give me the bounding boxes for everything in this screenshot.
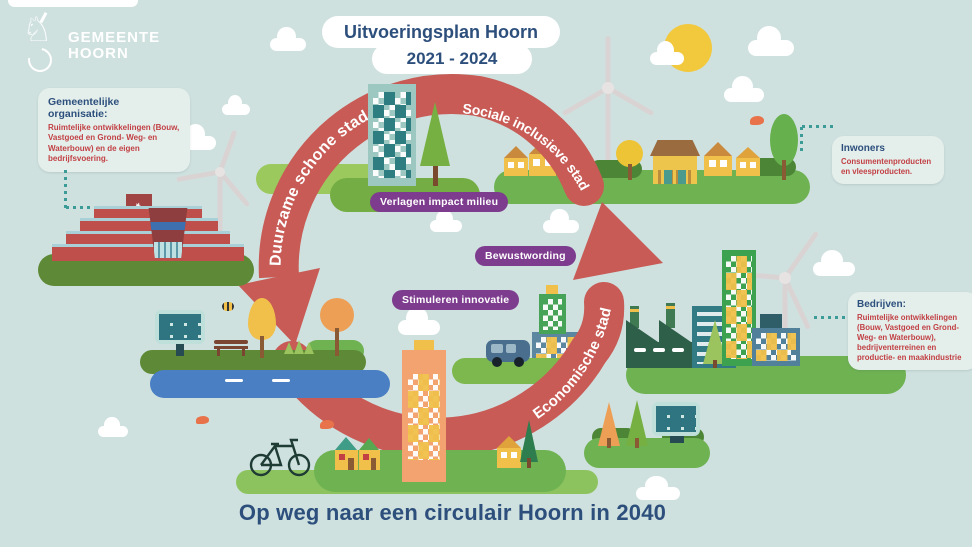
cloud (398, 307, 440, 335)
dotted-connector (814, 316, 846, 319)
callout-title: Bedrijven: (857, 299, 906, 310)
callout-body: Ruimtelijke ontwikkelingen (Bouw, Vastgo… (857, 312, 962, 363)
cityhall-tower (148, 208, 188, 258)
cityhall-tier (52, 244, 244, 261)
cloud (543, 208, 579, 233)
bench-icon (214, 340, 248, 356)
cloud (724, 76, 764, 102)
orange-tower (402, 340, 446, 482)
unicorn-logo-icon: ♘ (18, 11, 64, 77)
footer-tagline: Op weg naar een circulair Hoorn in 2040 (238, 500, 667, 525)
tree-trunk (782, 160, 786, 180)
arc-sociale (458, 76, 604, 206)
green-tower (539, 285, 566, 334)
logo-line2: HOORN (68, 44, 129, 62)
pine-tree-icon (520, 420, 538, 462)
title-pill-line2: 2021 - 2024 (372, 44, 532, 74)
cloud (430, 209, 462, 232)
cloud (222, 94, 250, 115)
cloud (813, 250, 855, 276)
house (504, 146, 528, 176)
tree-trunk (607, 438, 611, 448)
tree-trunk (527, 458, 531, 468)
bicycle-icon (249, 438, 311, 477)
cloud (636, 475, 680, 500)
ring-arcs (238, 74, 663, 458)
solar-panel-icon (652, 402, 700, 436)
orange-tree-icon (320, 298, 354, 332)
arrowhead-down-icon (238, 268, 320, 345)
dotted-connector (64, 170, 67, 210)
dotted-connector (800, 127, 803, 151)
callout-gemeentelijke: Gemeentelijke organisatie: Ruimtelijke o… (38, 88, 190, 173)
arc-economische (272, 282, 625, 458)
bee-icon (222, 302, 234, 311)
action-pill-stimuleren: Stimuleren innovatie (392, 290, 520, 310)
apartment-building (368, 84, 416, 186)
bird-icon (750, 116, 764, 125)
solar-panel-icon (155, 310, 205, 344)
house (359, 438, 380, 470)
action-pill-bewustwording: Bewustwording (475, 246, 576, 266)
dotted-connector (802, 125, 834, 128)
action-pill-verlagen: Verlagen impact milieu (370, 192, 509, 212)
arrowhead-up-icon (573, 202, 663, 280)
cloud (650, 40, 684, 65)
tree-trunk (635, 438, 639, 448)
wind-turbine-icon (176, 130, 250, 258)
tree-trunk (335, 328, 339, 356)
bush-icon (294, 340, 304, 354)
dotted-connector (66, 206, 92, 209)
water (150, 370, 390, 398)
solar-panel-stand (670, 436, 684, 443)
title-pill-line1: Uitvoeringsplan Hoorn (322, 16, 560, 48)
page-title-line1: Uitvoeringsplan Hoorn (343, 21, 538, 42)
page-title-line2: 2021 - 2024 (406, 49, 498, 68)
round-tree-icon (616, 140, 643, 167)
pine-tree-icon (598, 402, 620, 446)
cloud (270, 26, 306, 51)
cloud (98, 416, 128, 437)
van-icon (486, 334, 530, 367)
skyscraper (722, 250, 756, 366)
yellow-tree-icon (248, 298, 276, 340)
house (704, 142, 732, 176)
cloud (748, 26, 794, 56)
callout-body: Consumentenproducten en vleesproducten. (841, 156, 932, 176)
bird-icon (320, 420, 334, 429)
solar-panel-pole (176, 344, 184, 356)
barn (650, 140, 700, 184)
arc-duurzame (258, 74, 482, 279)
tree-trunk (433, 166, 438, 186)
callout-inwoners: Inwoners Consumentenproducten en vleespr… (832, 136, 944, 185)
building-windows (373, 92, 411, 178)
tree-trunk (260, 336, 264, 358)
gemeente-hoorn-logo: ♘ GEMEENTE HOORN (18, 11, 161, 77)
house (497, 436, 521, 468)
house (736, 147, 760, 176)
house (335, 437, 358, 470)
factory (626, 300, 692, 368)
callout-title: Gemeentelijke organisatie: (48, 96, 120, 121)
tall-tree-icon (770, 114, 798, 166)
tree-trunk (713, 360, 717, 368)
callout-title: Inwoners (841, 143, 885, 154)
blue-building (752, 314, 800, 366)
pine-tree-icon (420, 102, 450, 166)
callout-body: Ruimtelijke ontwikkelingen (Bouw, Vastgo… (48, 122, 180, 163)
logo-line1: GEMEENTE (68, 29, 161, 46)
tree-trunk (628, 164, 632, 180)
pine-tree-icon (626, 400, 648, 446)
bush-icon (304, 342, 314, 354)
cityhall-tier (66, 231, 230, 247)
cloud (8, 0, 138, 7)
callout-bedrijven: Bedrijven: Ruimtelijke ontwikkelingen (B… (848, 292, 972, 371)
bird-icon (196, 416, 209, 424)
bush-icon (284, 342, 294, 354)
